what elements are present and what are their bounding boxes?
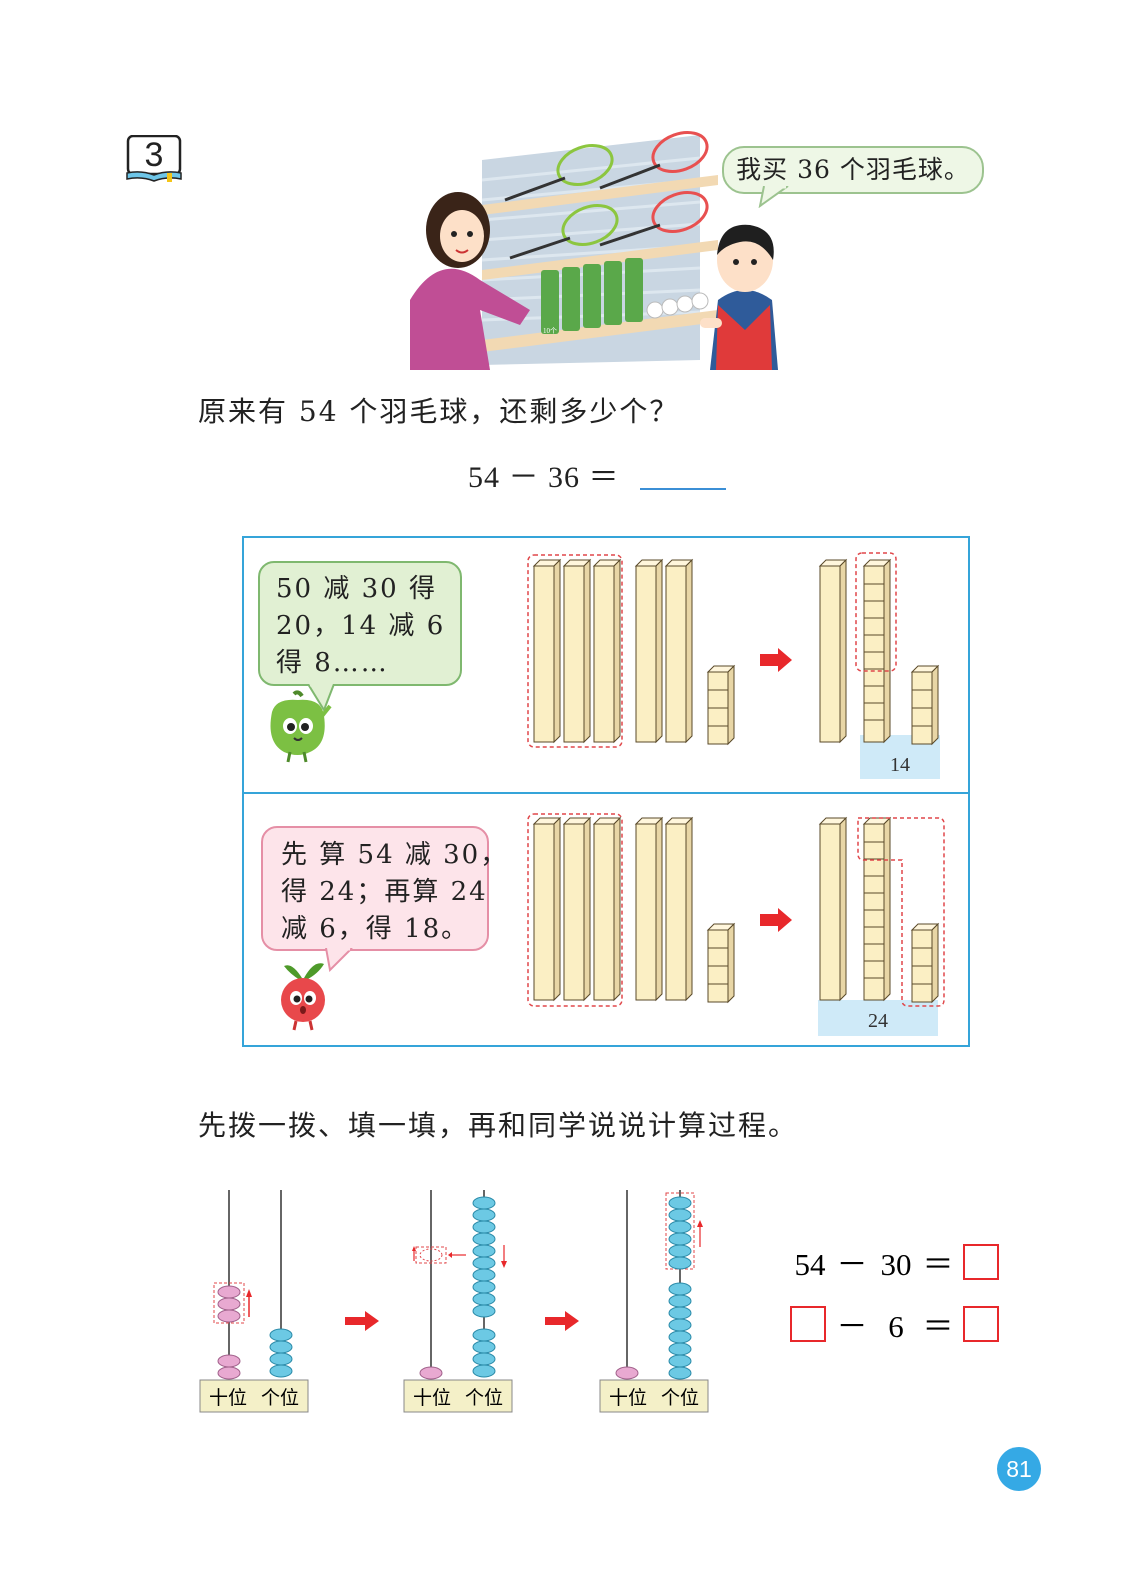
question-text: 原来有 54 个羽毛球，还剩多少个？: [198, 395, 680, 428]
main-equation: 54 － 36 ＝: [468, 461, 620, 494]
bubble2-tail: [325, 948, 353, 972]
method2-line: 得 24；再算 24: [281, 877, 488, 907]
abacus-2[interactable]: 十位 个位: [400, 1185, 518, 1417]
arrow-right-icon: [760, 648, 792, 672]
answer-box[interactable]: [963, 1244, 999, 1280]
method1-result-label: 14: [890, 754, 910, 776]
speech-bubble-tail: [758, 186, 789, 208]
activity-instruction: 先拨一拨、填一填，再和同学说说计算过程。: [198, 1109, 799, 1142]
speech-text: 我买 36 个羽毛球。: [736, 155, 970, 184]
method1-line: 50 减 30 得: [276, 574, 437, 604]
methods-frame: [242, 536, 970, 1047]
abacus-3[interactable]: 十位 个位: [596, 1185, 714, 1417]
fill-in-equations: 54 － 30 ＝ － 6 ＝: [790, 1244, 999, 1344]
ones-label: 个位: [661, 1387, 699, 1409]
method1-line: 20，14 减 6: [276, 611, 446, 641]
radish-mascot-icon: [281, 963, 325, 1031]
page-number: 81: [997, 1447, 1041, 1491]
method2-line: 减 6，得 18。: [281, 914, 470, 944]
method1-blocks-diagram: 14: [527, 552, 940, 779]
answer-box[interactable]: [790, 1306, 826, 1342]
method2-blocks-diagram: 24: [527, 813, 945, 1036]
answer-box[interactable]: [963, 1306, 999, 1342]
problem-number-badge: 3: [125, 134, 183, 183]
method2-line: 先 算 54 减 30，: [281, 840, 509, 870]
ones-label: 个位: [465, 1387, 503, 1409]
tens-label: 十位: [413, 1387, 451, 1409]
tube-label: 10个: [543, 327, 557, 335]
tens-label: 十位: [609, 1387, 647, 1409]
arrow-right-icon: [345, 1311, 379, 1331]
eq2-equals: ＝: [923, 1309, 954, 1344]
ones-label: 个位: [261, 1387, 299, 1409]
eq2-op: －: [837, 1309, 868, 1344]
eq2-right: 6: [888, 1309, 904, 1344]
abacus-1[interactable]: 十位 个位: [196, 1185, 314, 1417]
bubble1-tail: [307, 684, 335, 713]
badminton-shop-illustration: 10个: [410, 131, 778, 370]
method1-bubble: 50 减 30 得 20，14 减 6 得 8……: [258, 561, 462, 686]
eq1-right: 30: [881, 1247, 912, 1282]
methods-divider: [242, 792, 970, 794]
answer-blank[interactable]: [640, 488, 726, 490]
eq1-left: 54: [795, 1247, 827, 1282]
arrow-right-icon: [760, 908, 792, 932]
pepper-mascot-icon: [270, 690, 332, 763]
eq1-equals: ＝: [923, 1247, 954, 1282]
tens-label: 十位: [209, 1387, 247, 1409]
arrow-right-icon: [545, 1311, 579, 1331]
boy-figure: [700, 224, 778, 370]
method2-bubble: 先 算 54 减 30， 得 24；再算 24 减 6，得 18。: [261, 826, 509, 951]
woman-figure: [410, 192, 530, 370]
problem-number: 3: [144, 136, 164, 174]
method1-line: 得 8……: [276, 648, 389, 678]
method2-result-label: 24: [868, 1010, 888, 1032]
eq1-op: －: [837, 1247, 868, 1282]
